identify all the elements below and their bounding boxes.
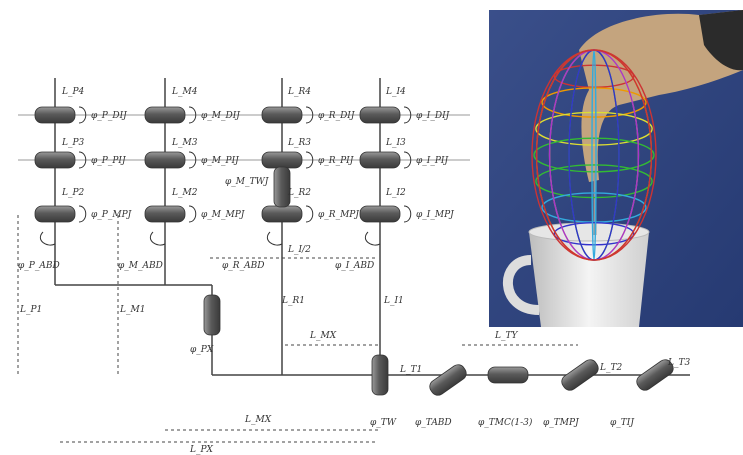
label-palm-2: L_R1 bbox=[281, 296, 305, 306]
joint-2-0 bbox=[34, 205, 76, 223]
label-dij-3: φ_I_DIJ bbox=[416, 111, 451, 121]
dimension-lines bbox=[17, 215, 578, 443]
label-tabd: φ_TABD bbox=[415, 418, 452, 428]
twist-joint bbox=[273, 166, 291, 208]
label-dij-0: φ_P_DIJ bbox=[91, 111, 128, 121]
thumb-mc-joint bbox=[487, 366, 529, 384]
label-lt3: L_T3 bbox=[667, 358, 690, 368]
joint-0-2 bbox=[261, 106, 303, 124]
mug bbox=[529, 232, 649, 327]
joint-cylinders bbox=[34, 106, 674, 396]
label-link-0: L_P4 bbox=[61, 87, 85, 97]
label-link-8: L_P2 bbox=[61, 188, 85, 198]
label-lmx: L_MX bbox=[309, 331, 337, 341]
joint-2-1 bbox=[144, 205, 186, 223]
label-abd-0: φ_P_ABD bbox=[18, 261, 60, 271]
ellipsoid-ring bbox=[533, 137, 655, 173]
workspace-ellipsoid-photo bbox=[489, 10, 743, 327]
label-palm-3: L_I1 bbox=[383, 296, 404, 306]
joint-0-0 bbox=[34, 106, 76, 124]
label-lty: L_TY bbox=[494, 331, 518, 341]
ellipsoid-ring bbox=[553, 221, 635, 246]
thumb-base-joint bbox=[371, 354, 389, 396]
hand-photo bbox=[489, 10, 743, 327]
label-pij-0: φ_P_PIJ bbox=[91, 156, 127, 166]
thumb-mpj-joint bbox=[561, 359, 599, 391]
label-palm-1: L_M1 bbox=[119, 305, 145, 315]
label-mpj-0: φ_P_MPJ bbox=[91, 210, 133, 220]
ellipsoid-ring bbox=[535, 111, 653, 146]
label-pij-2: φ_R_PIJ bbox=[318, 156, 355, 166]
label-tw: φ_TW bbox=[370, 418, 397, 428]
label-phipx: φ_PX bbox=[190, 345, 214, 355]
joint-0-3 bbox=[359, 106, 401, 124]
ellipsoid-meridian bbox=[535, 49, 653, 261]
label-abd-3: φ_I_ABD bbox=[335, 261, 374, 271]
joint-1-1 bbox=[144, 151, 186, 169]
label-lpx2: L_PX bbox=[189, 445, 214, 455]
label-abd-1: φ_M_ABD bbox=[118, 261, 163, 271]
joint-1-0 bbox=[34, 151, 76, 169]
label-twist: φ_M_TWJ bbox=[225, 177, 270, 187]
label-lt2: L_T2 bbox=[599, 363, 622, 373]
mug-handle bbox=[503, 255, 540, 315]
label-link-6: L_R3 bbox=[287, 138, 311, 148]
label-link-11: L_I2 bbox=[385, 188, 406, 198]
label-dij-1: φ_M_DIJ bbox=[201, 111, 241, 121]
joint-2-3 bbox=[359, 205, 401, 223]
palm-joint bbox=[203, 294, 221, 336]
label-link-4: L_P3 bbox=[61, 138, 85, 148]
joint-0-1 bbox=[144, 106, 186, 124]
label-link-10: L_R2 bbox=[287, 188, 311, 198]
ellipsoid-ring bbox=[541, 87, 647, 118]
label-palm-0: L_P1 bbox=[19, 305, 42, 315]
label-lt1: L_T1 bbox=[399, 365, 422, 375]
label-link-1: L_M4 bbox=[171, 87, 198, 97]
sleeve bbox=[699, 10, 743, 71]
label-mpj-1: φ_M_MPJ bbox=[201, 210, 246, 220]
label-lmx2: L_MX bbox=[244, 415, 272, 425]
label-link-7: L_I3 bbox=[385, 138, 406, 148]
joint-1-2 bbox=[261, 151, 303, 169]
label-tij: φ_TIJ bbox=[610, 418, 635, 428]
thumb-abd-joint bbox=[429, 364, 467, 396]
workspace-ellipsoid bbox=[531, 49, 657, 261]
joint-2-2 bbox=[261, 205, 303, 223]
label-abd-2: φ_R_ABD bbox=[222, 261, 264, 271]
label-link-2: L_R4 bbox=[287, 87, 311, 97]
label-half-span: L_I/2 bbox=[287, 245, 311, 255]
joint-1-3 bbox=[359, 151, 401, 169]
label-link-9: L_M2 bbox=[171, 188, 198, 198]
label-link-3: L_I4 bbox=[385, 87, 406, 97]
label-mpj-2: φ_R_MPJ bbox=[318, 210, 360, 220]
thumb-ij-joint bbox=[636, 359, 674, 391]
label-mpj-3: φ_I_MPJ bbox=[416, 210, 455, 220]
label-link-5: L_M3 bbox=[171, 138, 198, 148]
label-tmpj: φ_TMPJ bbox=[543, 418, 580, 428]
label-tmc: φ_TMC(1-3) bbox=[478, 417, 533, 428]
label-dij-2: φ_R_DIJ bbox=[318, 111, 356, 121]
label-pij-1: φ_M_PIJ bbox=[201, 156, 240, 166]
ellipsoid-ring bbox=[535, 164, 653, 199]
hand bbox=[579, 10, 743, 182]
label-pij-3: φ_I_PIJ bbox=[416, 156, 449, 166]
